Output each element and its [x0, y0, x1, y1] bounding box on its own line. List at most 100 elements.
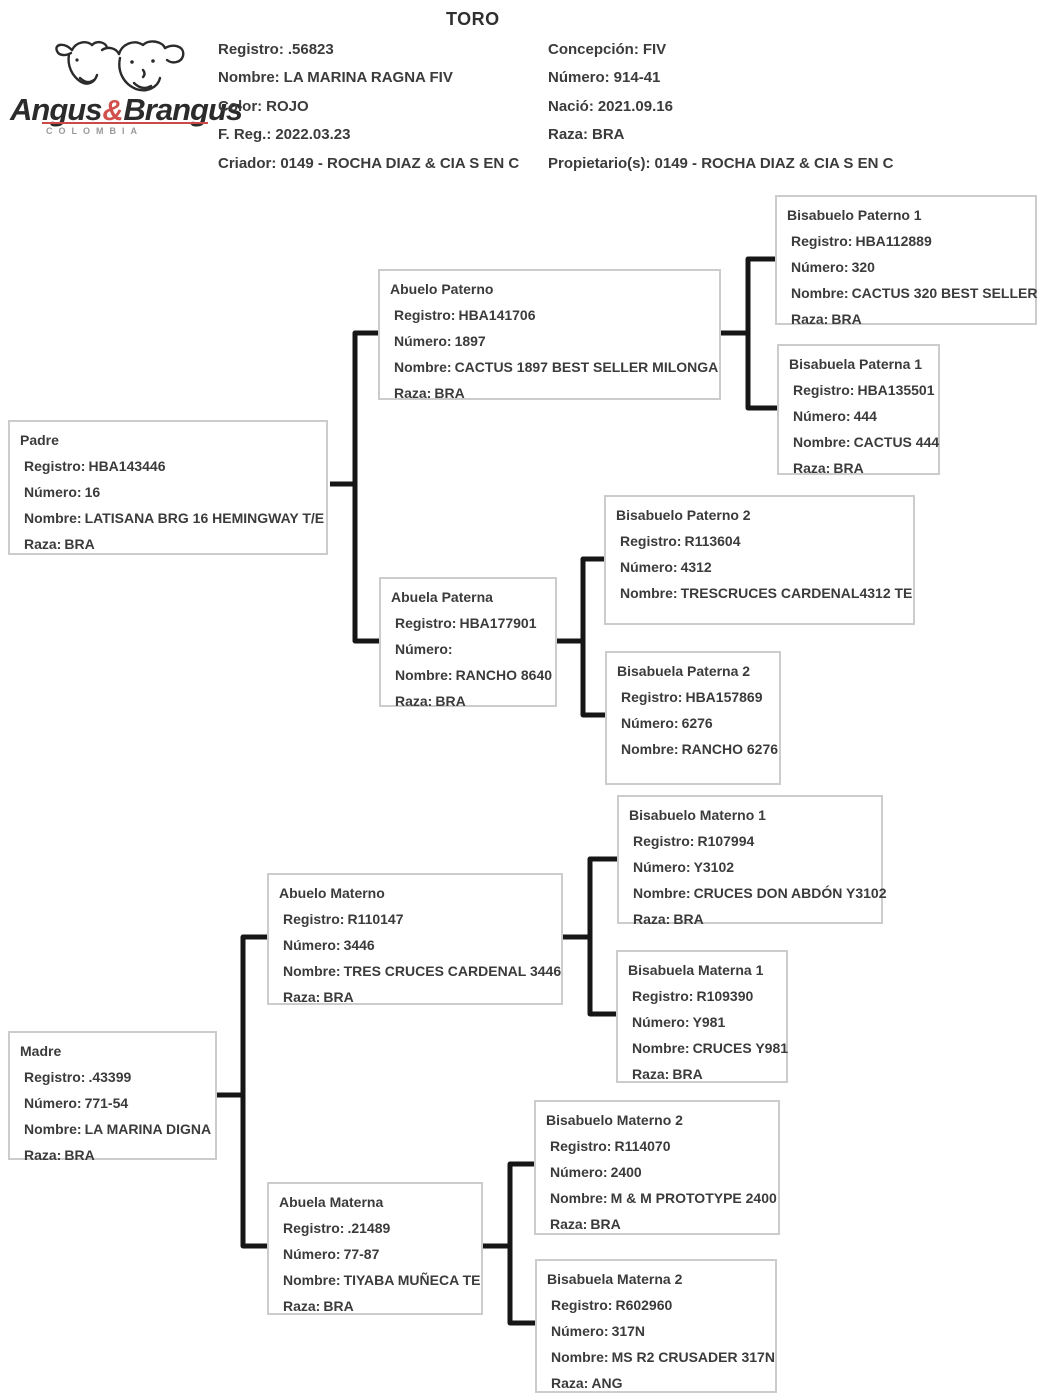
numero-row: Número:771-54	[24, 1095, 129, 1111]
nacio-row: Nació:2021.09.16	[548, 97, 673, 115]
numero-row: Número:914-41	[548, 69, 661, 87]
connector-abuela-materna-bracket	[483, 1161, 535, 1326]
raza-row: Raza:BRA	[394, 385, 465, 401]
box-title: Abuela Materna	[279, 1194, 384, 1210]
brand-underline	[42, 122, 208, 124]
registro-row: Registro:HBA141706	[394, 307, 536, 323]
registro-row: Registro:.56823	[218, 41, 334, 58]
registro-row: Registro:R602960	[551, 1297, 673, 1313]
brand-brangus: Brangus	[123, 92, 243, 127]
box-title: Madre	[20, 1043, 62, 1059]
numero-row: Número:Y981	[632, 1014, 726, 1030]
nombre-row: Nombre:LA MARINA DIGNA	[24, 1121, 212, 1137]
numero-row: Número:Y3102	[633, 859, 735, 875]
concepcion-row: Concepción:FIV	[548, 41, 667, 58]
registro-row: Registro:HBA143446	[24, 458, 166, 474]
pedigree-box-madre: Madre Registro:.43399 Número:771-54 Nomb…	[8, 1031, 217, 1163]
registro-row: Registro:.43399	[24, 1069, 132, 1085]
numero-row: Número:77-87	[283, 1246, 380, 1262]
raza-row: Raza:BRA	[550, 1216, 621, 1232]
pedigree-box-padre: Padre Registro:HBA143446 Número:16 Nombr…	[8, 420, 328, 555]
nombre-row: Nombre:CRUCES DON ABDÓN Y3102	[633, 885, 887, 901]
raza-value: BRA	[592, 126, 625, 144]
box-title: Bisabuelo Materno 2	[546, 1112, 683, 1128]
numero-row: Número:4312	[620, 559, 712, 575]
raza-row: Raza:BRA	[791, 311, 862, 327]
nombre-row: Nombre:CACTUS 1897 BEST SELLER MILONGA	[394, 359, 719, 375]
nombre-row: Nombre:MS R2 CRUSADER 317N	[551, 1349, 775, 1365]
raza-row: Raza:BRA	[633, 911, 704, 927]
fecha-registro-row: F. Reg.:2022.03.23	[218, 126, 351, 144]
box-title: Bisabuela Materna 1	[628, 962, 764, 978]
registro-row: Registro:R114070	[550, 1138, 671, 1154]
pedigree-box-bisabuela-materna-2: Bisabuela Materna 2 Registro:R602960 Núm…	[535, 1259, 777, 1393]
registro-row: Registro:HBA112889	[791, 233, 932, 249]
box-title: Abuelo Paterno	[390, 281, 494, 297]
animal-info-left-column: Registro:.56823 Nombre:LA MARINA RAGNA F…	[218, 36, 523, 178]
raza-row: Raza:ANG	[551, 1375, 623, 1391]
pedigree-box-abuela-materna: Abuela Materna Registro:.21489 Número:77…	[267, 1182, 483, 1315]
pedigree-box-abuela-paterna: Abuela Paterna Registro:HBA177901 Número…	[379, 577, 557, 709]
nombre-row: Nombre:CACTUS 320 BEST SELLER	[791, 285, 1038, 301]
pedigree-box-abuelo-materno: Abuelo Materno Registro:R110147 Número:3…	[267, 873, 563, 1005]
numero-row: Número:	[395, 641, 453, 657]
fecha-registro-value: 2022.03.23	[275, 126, 351, 144]
raza-row: Raza:BRA	[283, 1298, 354, 1314]
color-row: Color:ROJO	[218, 97, 309, 115]
propietario-value: 0149 - ROCHA DIAZ & CIA S EN C	[654, 154, 894, 172]
nombre-row: Nombre:M & M PROTOTYPE 2400	[550, 1190, 777, 1206]
nombre-row: Nombre:RANCHO 8640	[395, 667, 553, 683]
box-title: Bisabuela Materna 2	[547, 1271, 683, 1287]
color-value: ROJO	[266, 97, 309, 115]
registro-row: Registro:R107994	[633, 833, 755, 849]
nombre-value: LA MARINA RAGNA FIV	[283, 69, 453, 87]
nombre-row: Nombre:TRESCRUCES CARDENAL4312 TE	[620, 585, 913, 601]
registro-value: .56823	[287, 41, 334, 58]
criador-row: Criador:0149 - ROCHA DIAZ & CIA S EN C	[218, 154, 520, 172]
animal-info-right-column: Concepción:FIV Número:914-41 Nació:2021.…	[548, 36, 897, 178]
connector-madre-bracket	[217, 934, 267, 1249]
registro-row: Registro:HBA177901	[395, 615, 537, 631]
concepcion-value: FIV	[642, 41, 667, 58]
raza-row: Raza:BRA	[24, 1147, 95, 1163]
box-title: Abuela Paterna	[391, 589, 493, 605]
connector-abuelo-paterno-bracket	[721, 256, 777, 411]
raza-row: Raza:BRA	[632, 1066, 703, 1082]
raza-row: Raza:BRA	[395, 693, 466, 709]
numero-row: Número:16	[24, 484, 101, 500]
angus-brangus-logo: Angus&Brangus COLOMBIA	[8, 36, 243, 141]
raza-row: Raza:BRA	[548, 126, 625, 144]
nombre-row: Nombre:CRUCES Y981	[632, 1040, 789, 1056]
connector-abuelo-materno-bracket	[563, 856, 617, 1017]
registro-row: Registro:HBA157869	[621, 689, 763, 705]
connector-padre-bracket	[330, 330, 379, 644]
cattle-heads-icon	[55, 40, 185, 92]
nacio-value: 2021.09.16	[597, 97, 673, 115]
pedigree-box-bisabuela-paterna-2: Bisabuela Paterna 2 Registro:HBA157869 N…	[605, 651, 781, 785]
pedigree-box-bisabuela-paterna-1: Bisabuela Paterna 1 Registro:HBA135501 N…	[777, 344, 940, 476]
page-title: TORO	[446, 9, 500, 29]
nombre-row: Nombre:LA MARINA RAGNA FIV	[218, 69, 453, 87]
nombre-row: Nombre:CACTUS 444	[793, 434, 940, 450]
pedigree-box-bisabuelo-paterno-2: Bisabuelo Paterno 2 Registro:R113604 Núm…	[604, 495, 915, 625]
criador-value: 0149 - ROCHA DIAZ & CIA S EN C	[280, 154, 520, 172]
numero-row: Número:6276	[621, 715, 713, 731]
registro-row: Registro:R110147	[283, 911, 404, 927]
numero-row: Número:444	[793, 408, 877, 424]
brand-subtitle: COLOMBIA	[46, 126, 143, 136]
pedigree-box-bisabuela-materna-1: Bisabuela Materna 1 Registro:R109390 Núm…	[616, 950, 788, 1083]
pedigree-box-bisabuelo-materno-2: Bisabuelo Materno 2 Registro:R114070 Núm…	[534, 1100, 780, 1235]
nombre-row: Nombre:RANCHO 6276	[621, 741, 779, 757]
raza-row: Raza:BRA	[793, 460, 864, 476]
connector-abuela-paterna-bracket	[557, 556, 605, 718]
raza-row: Raza:BRA	[24, 536, 95, 552]
numero-row: Número:1897	[394, 333, 486, 349]
pedigree-box-bisabuelo-materno-1: Bisabuelo Materno 1 Registro:R107994 Núm…	[617, 795, 887, 927]
nombre-row: Nombre:LATISANA BRG 16 HEMINGWAY T/E	[24, 510, 325, 526]
registro-row: Registro:HBA135501	[793, 382, 935, 398]
pedigree-box-bisabuelo-paterno-1: Bisabuelo Paterno 1 Registro:HBA112889 N…	[775, 195, 1038, 327]
brand-angus: Angus	[10, 92, 102, 127]
numero-row: Número:2400	[550, 1164, 642, 1180]
pedigree-box-abuelo-paterno: Abuelo Paterno Registro:HBA141706 Número…	[378, 269, 721, 401]
